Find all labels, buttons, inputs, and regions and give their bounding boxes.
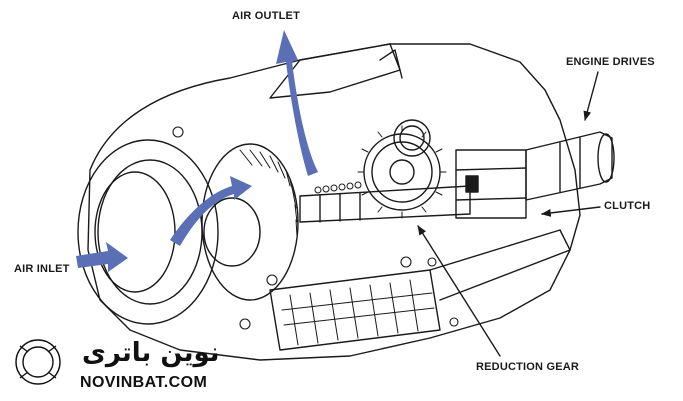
label-air-inlet: AIR INLET xyxy=(14,263,70,275)
reduction-gear-pointer xyxy=(417,225,501,357)
logo-seal-icon xyxy=(15,339,61,385)
reduction-gear-small xyxy=(393,119,431,157)
main-shaft xyxy=(299,185,471,223)
label-air-outlet: AIR OUTLET xyxy=(232,10,300,22)
engine-drives-pointer xyxy=(583,71,599,121)
lower-housing xyxy=(269,269,441,351)
airflow-arrows xyxy=(76,30,318,272)
turbine-hub xyxy=(203,197,261,267)
turbine-wheel xyxy=(201,143,299,301)
clutch-pointer xyxy=(541,206,601,217)
logo-persian-text: نوین باتری xyxy=(82,338,220,368)
label-reduction-gear: REDUCTION GEAR xyxy=(476,361,580,373)
outlet-duct xyxy=(269,43,401,99)
output-shaft xyxy=(525,131,613,201)
housing-bolts xyxy=(172,126,459,330)
air-internal-arrow-icon xyxy=(170,176,252,246)
inlet-lip xyxy=(94,171,176,293)
bearing-balls xyxy=(314,181,362,194)
air-inlet-arrow-icon xyxy=(76,242,128,272)
inlet-front-face xyxy=(77,139,219,325)
logo-website: NOVINBAT.COM xyxy=(80,374,208,391)
gear-teeth xyxy=(357,125,447,219)
label-clutch: CLUTCH xyxy=(604,200,651,212)
housing-grille xyxy=(281,279,435,346)
label-engine-drives: ENGINE DRIVES xyxy=(566,56,655,68)
air-outlet-arrow-icon xyxy=(276,30,318,176)
turbine-blades xyxy=(239,149,298,237)
